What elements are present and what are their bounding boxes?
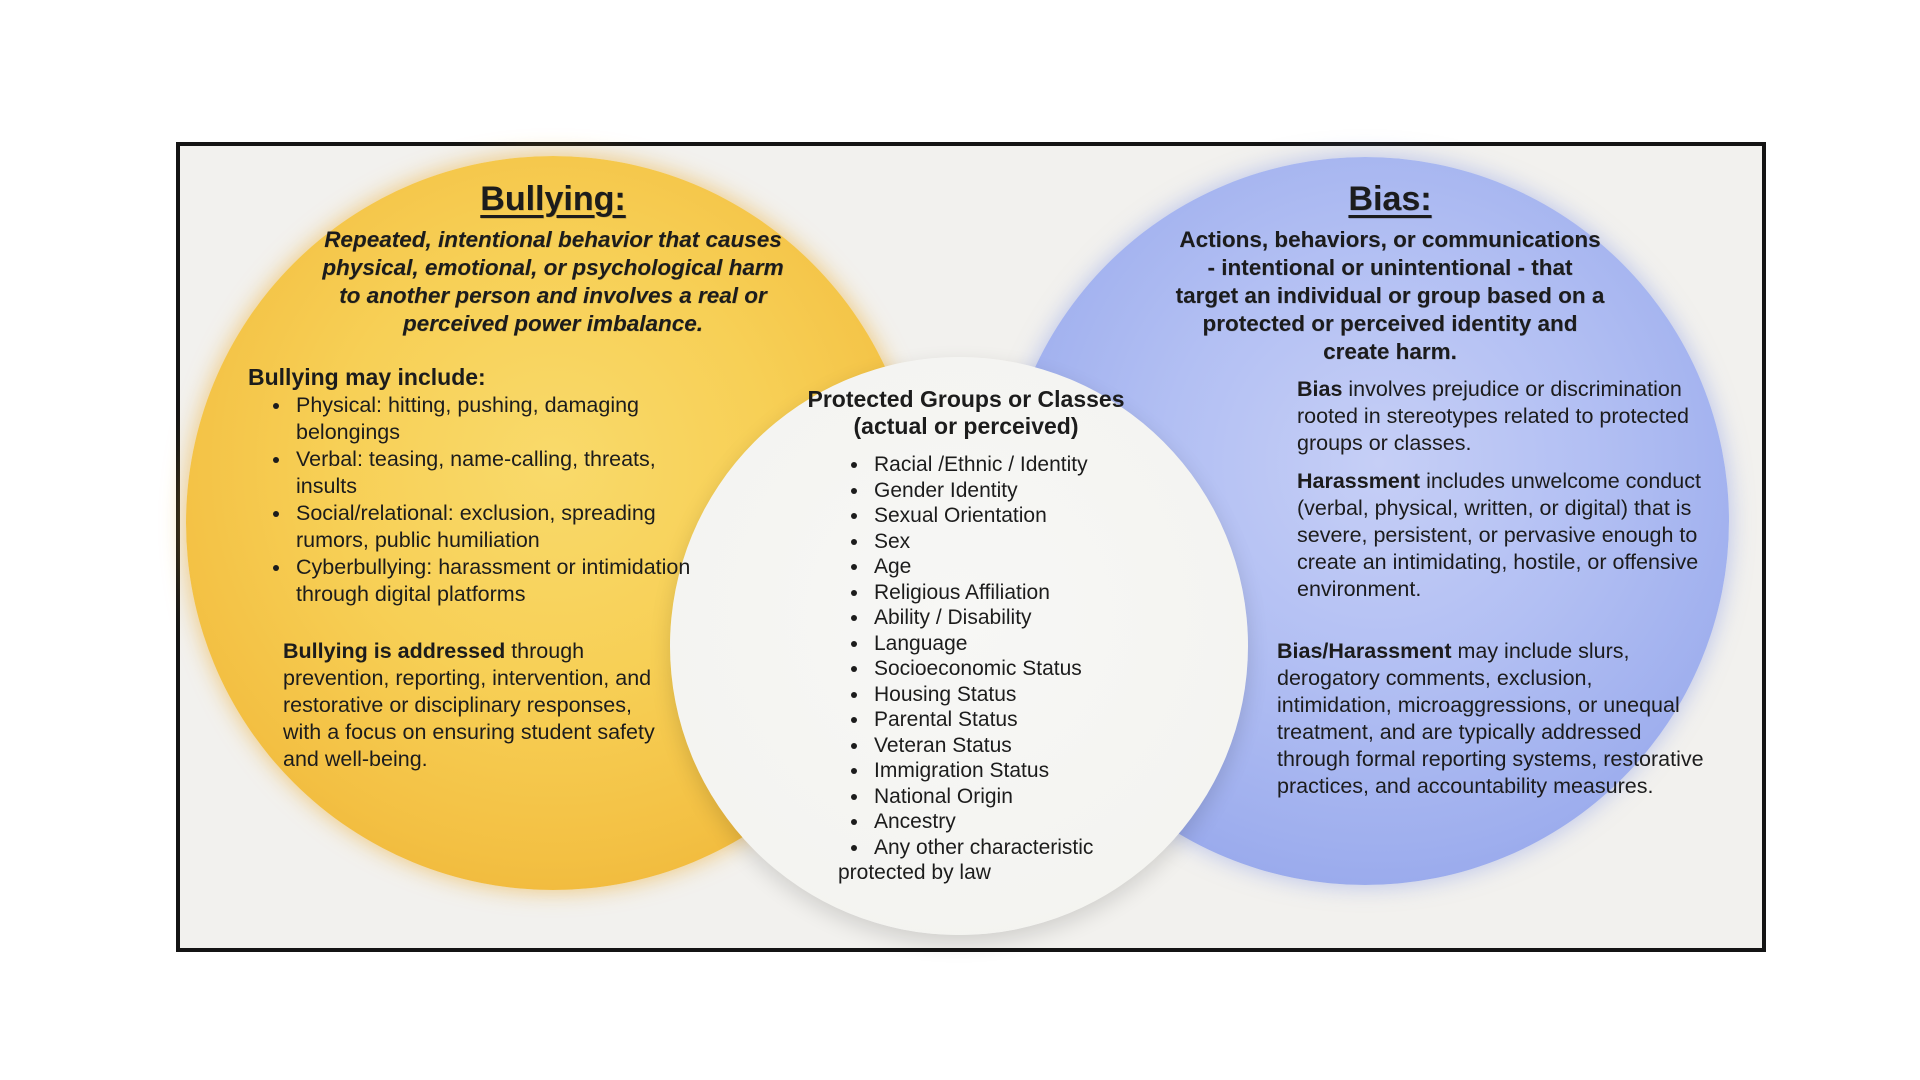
harassment-paragraph-rest: includes unwelcome conduct (verbal, phys… [1297,469,1701,601]
protected-group-item: Religious Affiliation [870,580,1166,606]
bias-paragraph-lead: Bias [1297,377,1343,401]
protected-group-item: Veteran Status [870,733,1166,759]
bullying-definition-line: perceived power imbalance. [402,311,704,336]
protected-groups-title-line2: (actual or perceived) [853,413,1079,439]
protected-group-item: Parental Status [870,707,1166,733]
protected-group-item: Sexual Orientation [870,503,1166,529]
bullying-list-item: Social/relational: exclusion, spreading … [292,500,702,554]
bias-harassment-paragraph-rest: may include slurs, derogatory comments, … [1277,639,1704,798]
protected-groups-title: Protected Groups or Classes (actual or p… [766,386,1166,440]
bullying-list-item: Cyberbullying: harassment or intimidatio… [292,554,702,608]
protected-groups-circle [670,357,1248,935]
protected-groups-title-line1: Protected Groups or Classes [807,386,1125,412]
protected-group-item: Sex [870,529,1166,555]
bullying-title: Bullying: [480,180,626,218]
protected-group-item: Ancestry [870,809,1166,835]
bullying-footer-rest: through prevention, reporting, intervent… [283,639,655,771]
protected-group-item: Language [870,631,1166,657]
bias-definition-line: target an individual or group based on a [1175,283,1605,308]
bias-paragraph: Bias involves prejudice or discriminatio… [1297,376,1702,457]
bullying-definition-line: physical, emotional, or psychological ha… [322,255,784,280]
bullying-list-item: Physical: hitting, pushing, damaging bel… [292,392,702,446]
bullying-list: Physical: hitting, pushing, damaging bel… [256,392,702,608]
protected-group-item: Immigration Status [870,758,1166,784]
bias-definition-line: - intentional or unintentional - that [1207,255,1573,280]
bullying-definition-line: Repeated, intentional behavior that caus… [324,227,782,252]
protected-group-item: Socioeconomic Status [870,656,1166,682]
protected-group-item: Racial /Ethnic / Identity [870,452,1166,478]
bias-definition-line: create harm. [1323,339,1457,364]
bullying-definition: Repeated, intentional behavior that caus… [303,226,803,338]
bullying-list-heading: Bullying may include: [248,364,486,390]
bullying-list-item: Verbal: teasing, name-calling, threats, … [292,446,702,500]
protected-group-item: Housing Status [870,682,1166,708]
bullying-definition-line: to another person and involves a real or [339,283,767,308]
protected-group-item: National Origin [870,784,1166,810]
protected-group-item: Ability / Disability [870,605,1166,631]
bullying-footer-lead: Bullying is addressed [283,639,506,663]
bullying-footer-paragraph: Bullying is addressed through prevention… [283,638,675,773]
protected-group-item: Age [870,554,1166,580]
harassment-paragraph: Harassment includes unwelcome conduct (v… [1297,468,1709,603]
bias-harassment-paragraph: Bias/Harassment may include slurs, derog… [1277,638,1705,800]
bias-definition-line: Actions, behaviors, or communications [1179,227,1601,252]
protected-group-item: Any other characteristic [870,835,1166,861]
bias-harassment-paragraph-lead: Bias/Harassment [1277,639,1452,663]
bias-definition: Actions, behaviors, or communications - … [1140,226,1640,366]
protected-groups-list-tail: protected by law [838,861,991,884]
bias-definition-line: protected or perceived identity and [1202,311,1578,336]
protected-group-item: Gender Identity [870,478,1166,504]
bias-paragraph-rest: involves prejudice or discrimination roo… [1297,377,1690,455]
bias-title: Bias: [1348,180,1432,218]
protected-groups-list: Racial /Ethnic / Identity Gender Identit… [836,452,1166,860]
harassment-paragraph-lead: Harassment [1297,469,1421,493]
